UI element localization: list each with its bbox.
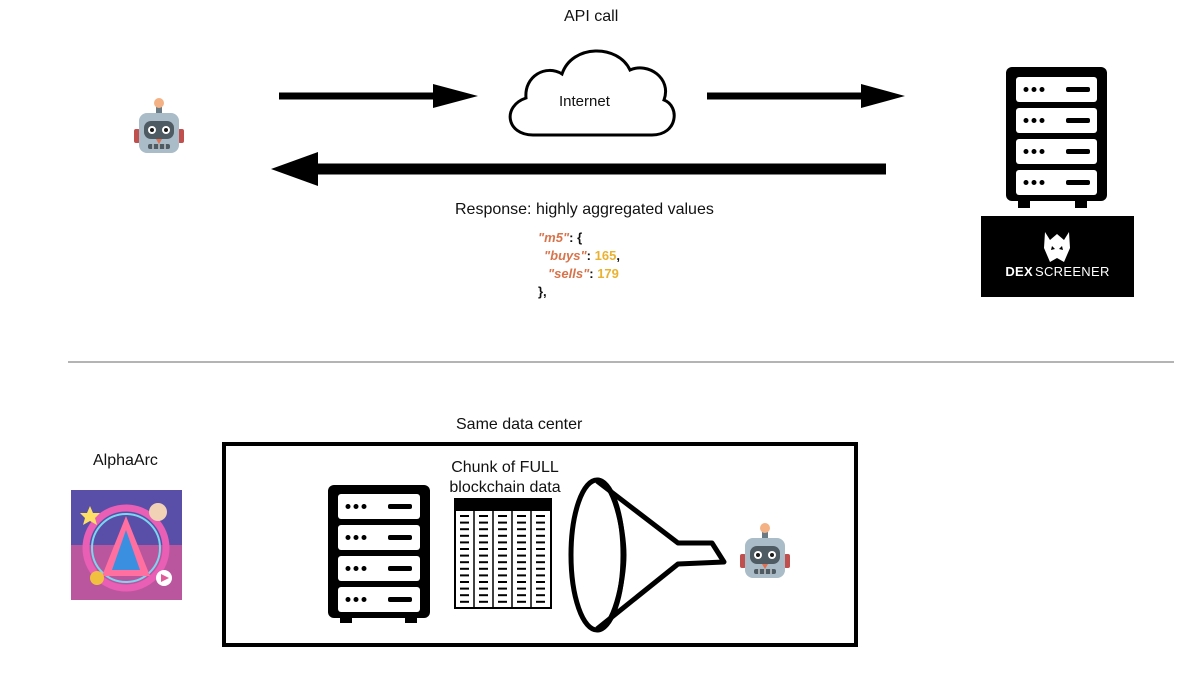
chunk-label-line1: Chunk of FULL: [451, 459, 559, 476]
robot-icon-2: [739, 522, 791, 579]
dexscreener-logo: [981, 216, 1134, 297]
request-arrow-1: [279, 84, 478, 108]
json-value-sells: 179: [597, 266, 619, 281]
data-center-label: Same data center: [456, 416, 583, 433]
response-label: Response: highly aggregated values: [455, 201, 714, 218]
data-table-icon: [454, 498, 552, 609]
json-key-buys: "buys": [544, 248, 587, 263]
json-open-brace: : {: [569, 230, 583, 245]
json-key-m5: "m5": [538, 230, 570, 245]
chunk-label: Chunk of FULL blockchain data: [440, 458, 570, 498]
api-call-label: API call: [564, 8, 619, 25]
alphaarc-label: AlphaArc: [93, 452, 158, 469]
server-rack-icon-2: [328, 485, 430, 623]
data-center-box: [222, 442, 858, 647]
json-key-sells: "sells": [548, 266, 590, 281]
dex-logo-text-bold: DEX: [1005, 264, 1033, 279]
alphaarc-logo: [71, 490, 182, 600]
request-arrow-2: [707, 84, 905, 108]
server-rack-icon: [1006, 67, 1107, 208]
json-snippet: "m5": { "buys": 165, "sells": 179 },: [538, 230, 620, 299]
json-value-buys: 165: [594, 248, 617, 263]
dex-logo-text-regular: SCREENER: [1035, 264, 1110, 279]
chunk-label-line2: blockchain data: [449, 479, 561, 496]
robot-icon: [133, 97, 185, 154]
json-close-brace: },: [538, 284, 547, 299]
cloud-icon: [508, 49, 676, 137]
eagle-logo-icon: [1044, 232, 1070, 262]
internet-label: Internet: [559, 93, 610, 110]
funnel-icon: [568, 477, 727, 633]
response-arrow: [271, 152, 886, 186]
